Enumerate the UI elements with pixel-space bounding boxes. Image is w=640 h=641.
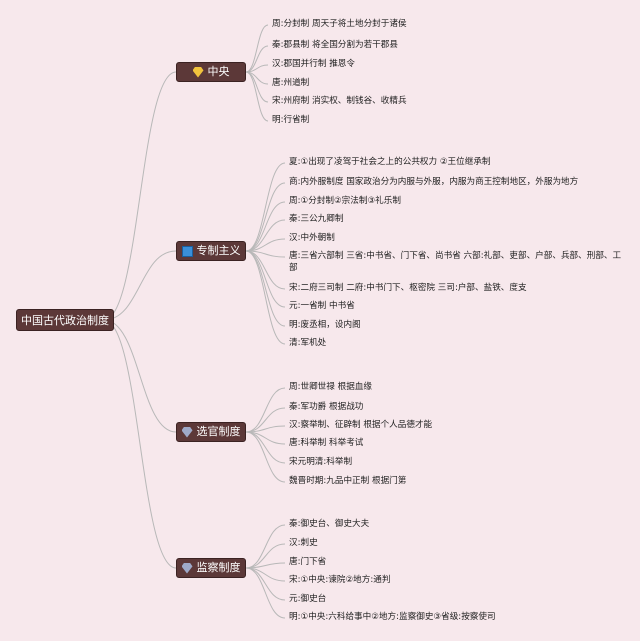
branch-label: 选官制度 <box>196 425 241 438</box>
branch-label: 专制主义 <box>196 244 241 257</box>
leaf-item[interactable]: 明:行省制 <box>272 115 310 125</box>
leaf-item[interactable]: 宋元明清:科举制 <box>289 457 353 467</box>
connector-line <box>245 24 269 73</box>
connector-line <box>245 250 286 345</box>
connector-line <box>245 71 269 122</box>
leaf-item[interactable]: 周:世卿世禄 根据血缘 <box>289 382 372 392</box>
leaf-item[interactable]: 秦:郡县制 将全国分割为若干郡县 <box>272 40 398 50</box>
connector-line <box>245 219 286 252</box>
leaf-item[interactable]: 秦:御史台、御史大夫 <box>289 519 370 529</box>
leaf-item[interactable]: 夏:①出现了凌驾于社会之上的公共权力 ②王位继承制 <box>289 157 491 167</box>
connector-line <box>245 567 286 601</box>
leaf-item[interactable]: 唐:州道制 <box>272 78 310 88</box>
leaf-item[interactable]: 明:①中央:六科给事中②地方:监察御史③省级:按察使司 <box>289 612 496 622</box>
root-node[interactable]: 中国古代政治制度 <box>16 309 114 331</box>
connector-line <box>245 162 286 252</box>
diamond-icon <box>192 66 204 78</box>
connector-line <box>245 431 286 483</box>
leaf-item[interactable]: 商:内外服制度 国家政治分为内服与外服，内服为商王控制地区，外服为地方 <box>289 177 579 187</box>
gem-icon <box>181 562 193 574</box>
leaf-item[interactable]: 秦:三公九卿制 <box>289 214 344 224</box>
leaf-item[interactable]: 汉:察举制、征辟制 根据个人品德才能 <box>289 420 433 430</box>
connector-line <box>103 250 177 321</box>
branch-label: 监察制度 <box>196 561 241 574</box>
connector-line <box>245 543 286 569</box>
leaf-item[interactable]: 唐:三省六部制 三省:中书省、门下省、尚书省 六部:礼部、吏部、户部、兵部、刑部… <box>289 251 622 273</box>
leaf-item[interactable]: 周:分封制 周天子将土地分封于诸侯 <box>272 19 407 29</box>
leaf-item[interactable]: 秦:军功爵 根据战功 <box>289 402 364 412</box>
leaf-item[interactable]: 元:一省制 中书省 <box>289 301 355 311</box>
leaf-item[interactable]: 汉:刺史 <box>289 538 318 548</box>
branch-node-central[interactable]: 中央 <box>176 62 246 82</box>
leaf-item[interactable]: 元:御史台 <box>289 594 327 604</box>
leaf-item[interactable]: 唐:科举制 科举考试 <box>289 438 364 448</box>
blue-square-icon <box>181 245 193 257</box>
connector-line <box>103 319 177 569</box>
connector-line <box>103 71 177 321</box>
leaf-item[interactable]: 周:①分封制②宗法制③礼乐制 <box>289 196 401 206</box>
leaf-item[interactable]: 清:军机处 <box>289 338 327 348</box>
leaf-item[interactable]: 汉:郡国并行制 推恩令 <box>272 59 355 69</box>
connector-line <box>245 567 286 619</box>
branch-label: 中央 <box>207 65 230 78</box>
branch-node-autocracy[interactable]: 专制主义 <box>176 241 246 261</box>
connector-line <box>245 201 286 252</box>
connector-line <box>245 45 269 73</box>
gem-icon <box>181 426 193 438</box>
branch-node-supervision[interactable]: 监察制度 <box>176 558 246 578</box>
leaf-item[interactable]: 唐:门下省 <box>289 557 327 567</box>
connector-line <box>245 250 286 327</box>
leaf-item[interactable]: 宋:①中央:谏院②地方:通判 <box>289 575 391 585</box>
leaf-item[interactable]: 魏晋时期:九品中正制 根据门第 <box>289 476 407 486</box>
connector-line <box>245 524 286 569</box>
connector-line <box>103 319 177 433</box>
branch-node-official-selection[interactable]: 选官制度 <box>176 422 246 442</box>
connector-line <box>245 182 286 252</box>
connector-line <box>245 387 286 433</box>
leaf-item[interactable]: 宋:州府制 消实权、制钱谷、收精兵 <box>272 96 407 106</box>
leaf-item[interactable]: 明:废丞相，设内阁 <box>289 320 361 330</box>
leaf-item[interactable]: 宋:二府三司制 二府:中书门下、枢密院 三司:户部、盐铁、度支 <box>289 283 527 293</box>
leaf-item[interactable]: 汉:中外朝制 <box>289 233 335 243</box>
connector-line <box>245 407 286 433</box>
connector-line <box>245 250 286 258</box>
